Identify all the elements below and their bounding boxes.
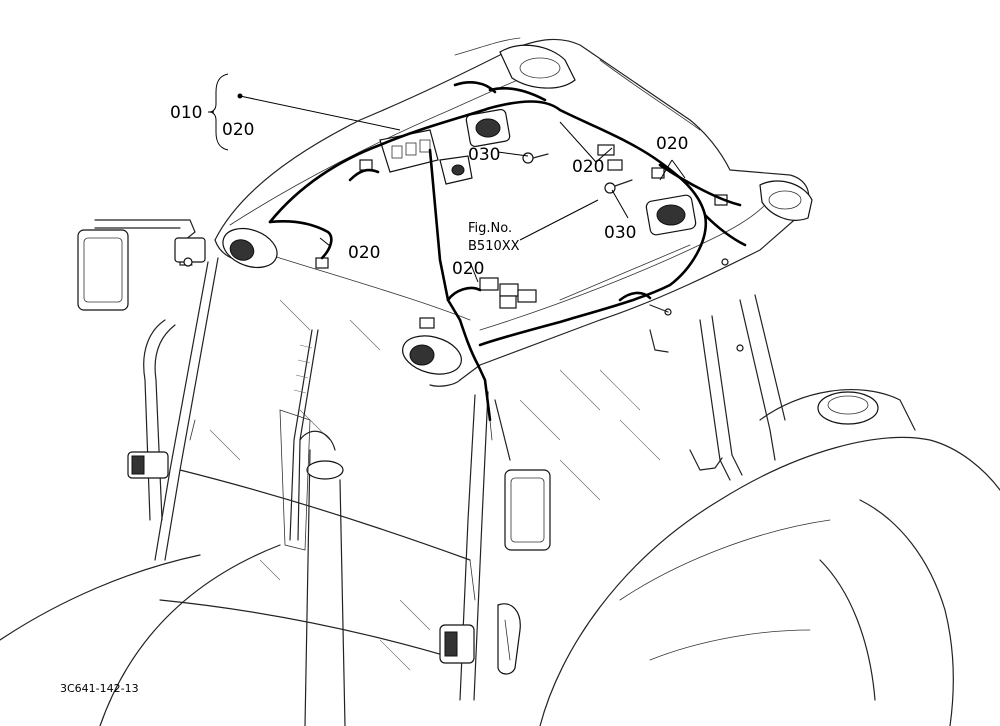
work-lamp-front-left (222, 227, 278, 269)
connectors (315, 144, 728, 329)
right-mirror (494, 399, 551, 551)
callout-030-right: 030 (604, 223, 636, 243)
work-lamp-rear-right (759, 180, 813, 221)
callout-010: 010 (170, 103, 202, 123)
beacon-lamp (817, 391, 879, 425)
tractor-body (0, 389, 1000, 726)
speaker-left (465, 108, 511, 148)
leader-lines (237, 93, 686, 283)
glass-hatching (209, 299, 661, 671)
work-lamp-front-center (402, 335, 462, 375)
speaker-right (645, 194, 697, 236)
cab-roof (214, 37, 810, 387)
exhaust-pipe (299, 430, 346, 726)
work-lamp-rear-left (499, 44, 576, 89)
bolts (183, 152, 744, 352)
callout-030-left: 030 (468, 145, 500, 165)
callout-020-top: 020 (572, 157, 604, 177)
callout-020-center: 020 (452, 259, 484, 279)
assembly-bracket (208, 73, 229, 151)
drawing-code: 3C641-142-13 (60, 682, 139, 695)
side-lamps (127, 451, 521, 675)
callout-020-left: 020 (348, 243, 380, 263)
callout-020-assembly: 020 (222, 120, 254, 140)
figure-ref-line2: B510XX (468, 239, 520, 254)
callout-020-right: 020 (656, 134, 688, 154)
left-mirror (77, 219, 206, 311)
figure-ref-line1: Fig.No. (468, 221, 512, 236)
wiper-assembly (279, 329, 319, 551)
cab-frame (143, 257, 786, 701)
wiring-harness (189, 81, 747, 601)
